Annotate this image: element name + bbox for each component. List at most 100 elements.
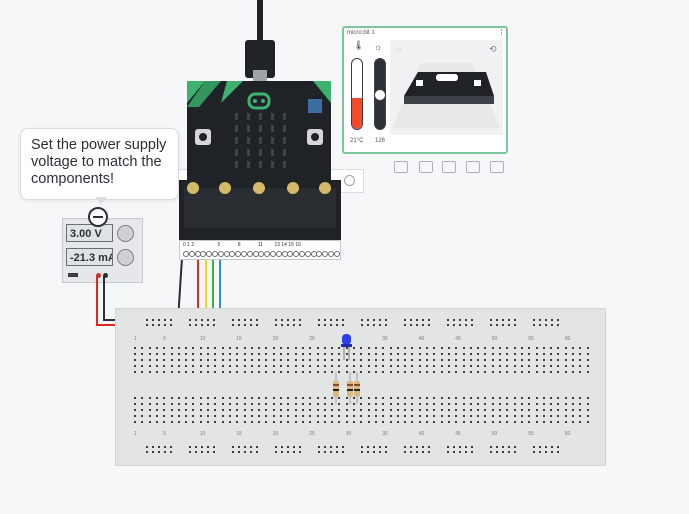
breadboard-hole[interactable] — [469, 415, 472, 417]
breakout-pin[interactable] — [275, 251, 282, 257]
breadboard-hole[interactable] — [163, 347, 166, 349]
breadboard-hole[interactable] — [281, 446, 283, 448]
breadboard-hole[interactable] — [243, 347, 246, 349]
breadboard-hole[interactable] — [309, 347, 312, 349]
breadboard-hole[interactable] — [484, 371, 487, 373]
breadboard-hole[interactable] — [148, 353, 151, 355]
breadboard-hole[interactable] — [422, 446, 424, 448]
breadboard-hole[interactable] — [542, 353, 545, 355]
breadboard-hole[interactable] — [360, 421, 363, 423]
breadboard-hole[interactable] — [477, 353, 480, 355]
breadboard-hole[interactable] — [469, 403, 472, 405]
breadboard-hole[interactable] — [542, 403, 545, 405]
breadboard-hole[interactable] — [199, 409, 202, 411]
pin-pad-2[interactable] — [253, 182, 265, 194]
breadboard-hole[interactable] — [496, 451, 498, 453]
breadboard-hole[interactable] — [382, 403, 385, 405]
breadboard-hole[interactable] — [382, 421, 385, 423]
breadboard-hole[interactable] — [250, 446, 252, 448]
breadboard-hole[interactable] — [177, 415, 180, 417]
breadboard-hole[interactable] — [491, 409, 494, 411]
breadboard-hole[interactable] — [367, 446, 369, 448]
breadboard-hole[interactable] — [323, 397, 326, 399]
breadboard-hole[interactable] — [316, 409, 319, 411]
breadboard-hole[interactable] — [367, 451, 369, 453]
breadboard-hole[interactable] — [465, 451, 467, 453]
breadboard-hole[interactable] — [353, 353, 355, 355]
breakout-pin[interactable] — [316, 251, 323, 257]
breadboard-hole[interactable] — [557, 365, 560, 367]
breadboard-hole[interactable] — [338, 397, 341, 399]
breadboard-hole[interactable] — [440, 409, 443, 411]
breadboard-hole[interactable] — [410, 446, 412, 448]
breadboard-hole[interactable] — [170, 365, 173, 367]
breadboard-hole[interactable] — [299, 319, 301, 321]
breadboard-hole[interactable] — [572, 397, 574, 399]
breadboard-hole[interactable] — [221, 371, 224, 373]
breadboard-hole[interactable] — [192, 371, 195, 373]
breadboard-hole[interactable] — [281, 324, 283, 326]
breadboard-hole[interactable] — [586, 371, 589, 373]
breadboard-hole[interactable] — [404, 347, 407, 349]
breadboard-hole[interactable] — [586, 415, 589, 417]
breadboard-hole[interactable] — [557, 409, 560, 411]
breadboard-hole[interactable] — [459, 451, 461, 453]
breadboard-hole[interactable] — [469, 359, 472, 361]
breadboard-hole[interactable] — [367, 415, 370, 417]
breadboard-hole[interactable] — [374, 409, 377, 411]
breadboard-hole[interactable] — [373, 446, 375, 448]
breadboard-hole[interactable] — [426, 347, 428, 349]
breadboard-hole[interactable] — [550, 347, 553, 349]
breadboard-hole[interactable] — [301, 421, 304, 423]
breadboard-hole[interactable] — [455, 365, 458, 367]
breadboard-hole[interactable] — [338, 371, 341, 373]
breadboard-hole[interactable] — [513, 397, 516, 399]
breadboard-hole[interactable] — [557, 415, 560, 417]
breadboard-hole[interactable] — [192, 359, 195, 361]
breadboard-hole[interactable] — [579, 347, 582, 349]
breadboard-hole[interactable] — [163, 415, 166, 417]
breadboard-hole[interactable] — [528, 371, 531, 373]
breadboard-hole[interactable] — [148, 347, 151, 349]
breadboard-hole[interactable] — [535, 359, 538, 361]
breadboard-hole[interactable] — [265, 409, 268, 411]
breadboard-hole[interactable] — [455, 359, 458, 361]
breadboard-hole[interactable] — [287, 324, 289, 326]
breadboard-hole[interactable] — [309, 397, 312, 399]
breadboard-hole[interactable] — [141, 415, 144, 417]
breadboard-hole[interactable] — [158, 446, 160, 448]
breadboard-hole[interactable] — [453, 319, 455, 321]
breadboard-hole[interactable] — [258, 421, 261, 423]
breadboard-hole[interactable] — [238, 324, 240, 326]
breadboard-hole[interactable] — [389, 415, 392, 417]
breadboard-hole[interactable] — [360, 371, 363, 373]
breadboard-hole[interactable] — [535, 347, 538, 349]
breadboard-hole[interactable] — [506, 371, 509, 373]
breadboard-hole[interactable] — [342, 319, 344, 321]
breadboard-hole[interactable] — [545, 451, 547, 453]
breadboard-hole[interactable] — [513, 421, 516, 423]
breadboard-hole[interactable] — [551, 324, 553, 326]
breadboard-hole[interactable] — [404, 319, 406, 321]
breadboard-hole[interactable] — [433, 409, 436, 411]
breadboard-hole[interactable] — [250, 451, 252, 453]
breadboard-hole[interactable] — [382, 409, 385, 411]
breadboard-hole[interactable] — [336, 324, 338, 326]
breadboard-hole[interactable] — [440, 371, 443, 373]
breadboard-hole[interactable] — [280, 397, 282, 399]
breadboard-hole[interactable] — [141, 347, 144, 349]
breadboard-hole[interactable] — [579, 359, 582, 361]
breadboard-hole[interactable] — [164, 324, 166, 326]
breadboard-hole[interactable] — [513, 353, 516, 355]
breadboard-hole[interactable] — [557, 397, 560, 399]
breadboard-hole[interactable] — [134, 421, 136, 423]
breadboard-hole[interactable] — [513, 365, 516, 367]
breadboard-hole[interactable] — [374, 359, 377, 361]
breadboard-hole[interactable] — [236, 359, 239, 361]
breadboard-hole[interactable] — [542, 359, 545, 361]
breadboard-hole[interactable] — [557, 446, 559, 448]
breadboard-hole[interactable] — [294, 415, 297, 417]
drag-handle-icon[interactable] — [501, 29, 507, 35]
breadboard-hole[interactable] — [250, 324, 252, 326]
breadboard-hole[interactable] — [374, 353, 377, 355]
